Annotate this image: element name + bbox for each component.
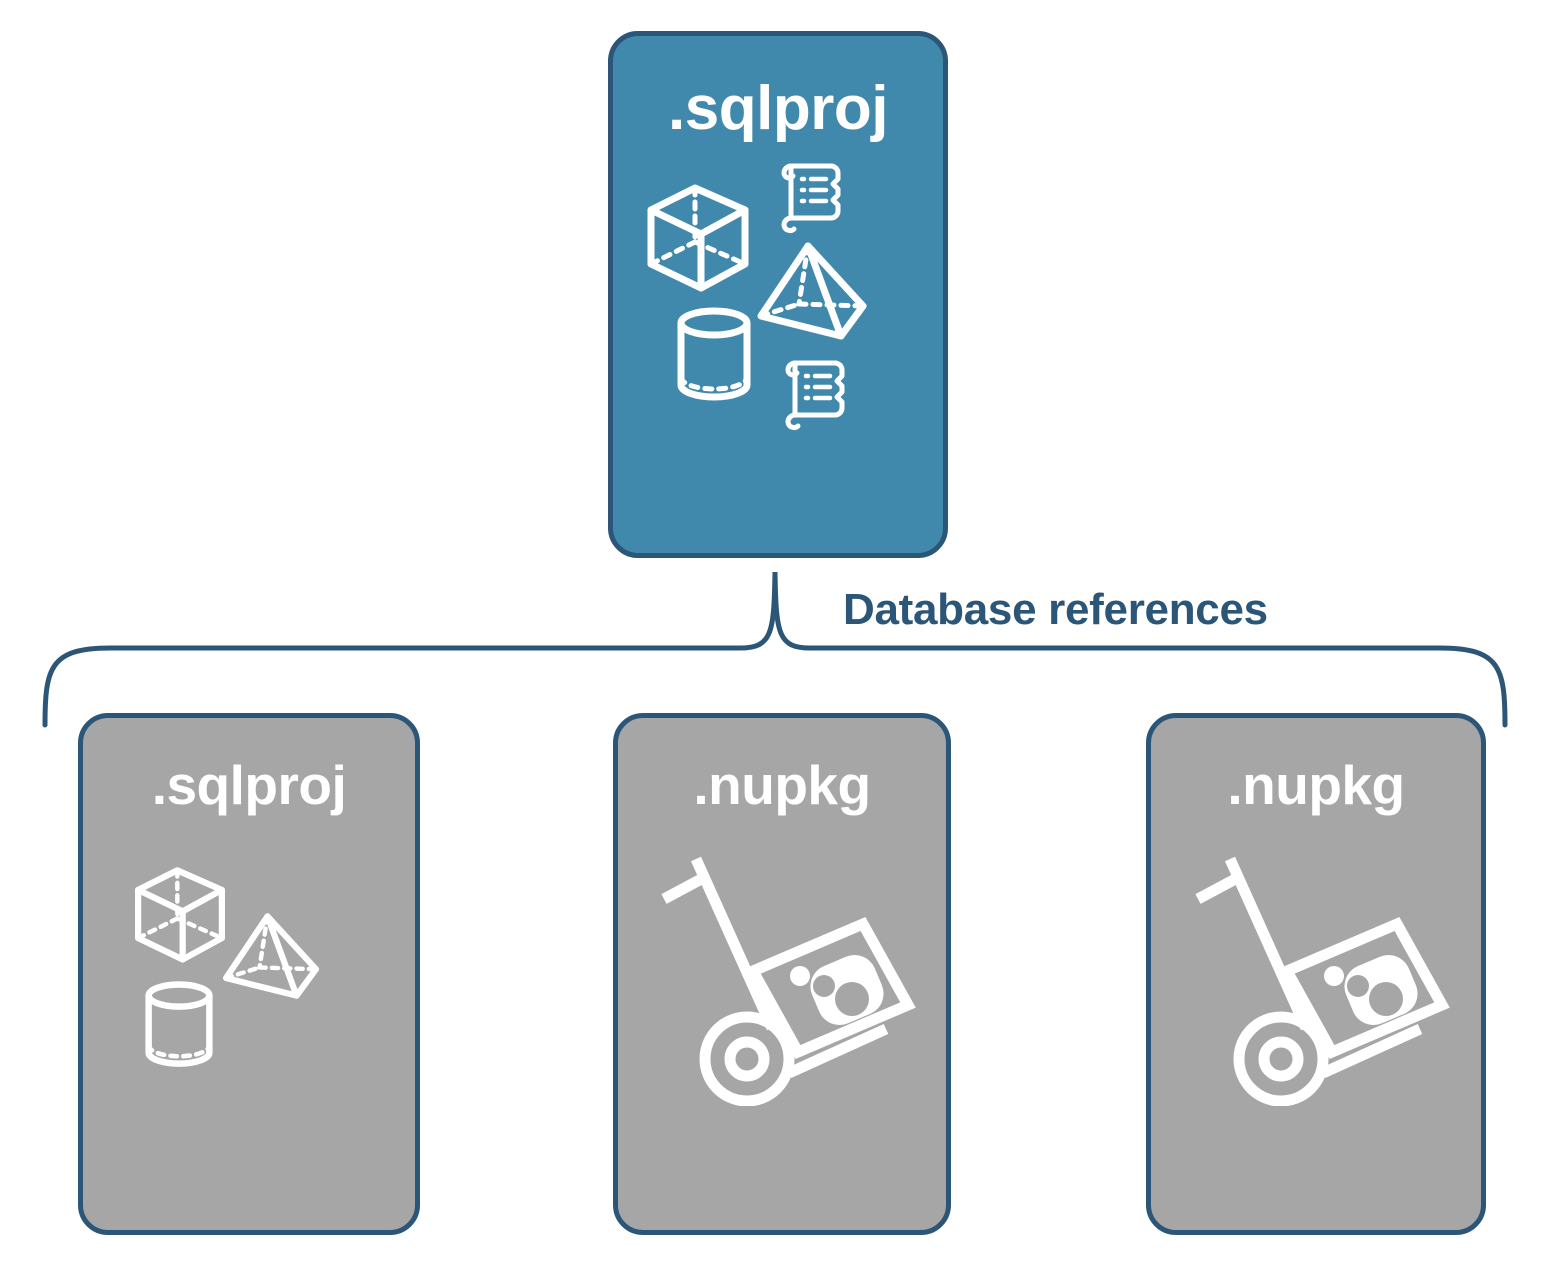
node-title: .sqlproj (668, 74, 888, 143)
package-dolly-icon (1195, 856, 1450, 1106)
brace-label: Database references (843, 585, 1268, 634)
node-title: .sqlproj (151, 754, 347, 816)
pyramid-icon (757, 242, 867, 340)
cube-icon (647, 184, 749, 292)
cylinder-icon (145, 981, 213, 1067)
node-sqlproj-reference[interactable]: .sqlproj (78, 713, 420, 1235)
cylinder-icon (677, 307, 751, 401)
cube-icon (135, 867, 225, 963)
leaf-icon-group (109, 837, 389, 1117)
package-dolly-icon (661, 856, 916, 1106)
node-sqlproj-root[interactable]: .sqlproj (608, 31, 948, 558)
root-icon-group (647, 158, 903, 433)
node-title: .nupkg (1227, 754, 1405, 816)
node-title: .nupkg (693, 754, 871, 816)
pyramid-icon (222, 913, 320, 999)
scroll-icon (785, 360, 845, 431)
node-nupkg-reference-2[interactable]: .nupkg (1146, 713, 1486, 1235)
node-nupkg-reference-1[interactable]: .nupkg (613, 713, 951, 1235)
leaf-icon-group (642, 837, 922, 1117)
leaf-icon-group (1176, 837, 1456, 1117)
scroll-icon (781, 163, 841, 234)
